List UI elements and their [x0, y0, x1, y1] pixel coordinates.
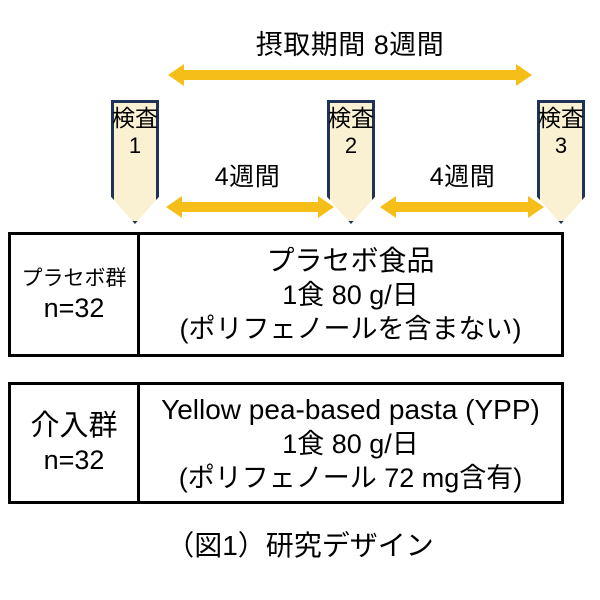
placebo-detail-line-3: (ポリフェノールを含まない)	[179, 314, 522, 344]
total-period-arrow	[168, 64, 532, 86]
intervention-detail-line-3: (ポリフェノール 72 mg含有)	[178, 462, 523, 493]
figure-caption: （図1）研究デザイン	[166, 530, 434, 561]
segment-2-arrow	[380, 196, 544, 218]
arrow-head-right-icon	[318, 196, 334, 218]
placebo-group-name-cell: プラセボ群 n=32	[11, 235, 140, 354]
marker-2-text: 検査	[328, 105, 374, 131]
marker-3-text: 検査	[538, 105, 584, 131]
inspection-marker-2: 検査 2	[327, 100, 375, 224]
arrow-shaft	[179, 70, 521, 80]
segment-1-label: 4週間	[214, 163, 281, 191]
placebo-group-count: n=32	[43, 292, 105, 323]
marker-1-number: 1	[128, 133, 142, 158]
marker-pentagon-shape	[537, 100, 585, 224]
marker-2-number: 2	[344, 133, 358, 158]
inspection-marker-1: 検査 1	[111, 100, 159, 224]
placebo-detail-line-1: プラセボ食品	[266, 245, 435, 276]
marker-3-number: 3	[554, 133, 568, 158]
intervention-group-name: 介入群	[30, 410, 118, 442]
arrow-shaft	[391, 202, 533, 212]
marker-3-label: 検査 3	[537, 106, 585, 159]
total-period-label: 摂取期間 8週間	[255, 30, 445, 60]
marker-1-label: 検査 1	[111, 106, 159, 159]
marker-pentagon-shape	[111, 100, 159, 224]
arrow-shaft	[177, 202, 323, 212]
marker-2-label: 検査 2	[327, 106, 375, 159]
placebo-group-detail-cell: プラセボ食品 1食 80 g/日 (ポリフェノールを含まない)	[140, 235, 561, 354]
placebo-group-name: プラセボ群	[21, 266, 127, 290]
inspection-marker-3: 検査 3	[537, 100, 585, 224]
arrow-head-left-icon	[168, 64, 184, 86]
intervention-group-name-cell: 介入群 n=32	[11, 385, 140, 501]
arrow-head-right-icon	[516, 64, 532, 86]
arrow-head-left-icon	[380, 196, 396, 218]
intervention-detail-line-2: 1食 80 g/日	[282, 428, 419, 459]
arrow-head-right-icon	[528, 196, 544, 218]
intervention-group-detail-cell: Yellow pea-based pasta (YPP) 1食 80 g/日 (…	[140, 385, 561, 501]
study-timeline: 摂取期間 8週間 4週間 4週間 検査 1	[0, 0, 600, 225]
marker-pentagon-shape	[327, 100, 375, 224]
intervention-group-count: n=32	[43, 445, 105, 475]
arrow-head-left-icon	[166, 196, 182, 218]
segment-2-label: 4週間	[429, 163, 496, 191]
placebo-group-row: プラセボ群 n=32 プラセボ食品 1食 80 g/日 (ポリフェノールを含まな…	[8, 232, 564, 357]
marker-1-text: 検査	[112, 105, 158, 131]
segment-1-arrow	[166, 196, 334, 218]
placebo-detail-line-2: 1食 80 g/日	[282, 280, 419, 310]
intervention-detail-line-1: Yellow pea-based pasta (YPP)	[161, 393, 540, 425]
intervention-group-row: 介入群 n=32 Yellow pea-based pasta (YPP) 1食…	[8, 382, 564, 504]
